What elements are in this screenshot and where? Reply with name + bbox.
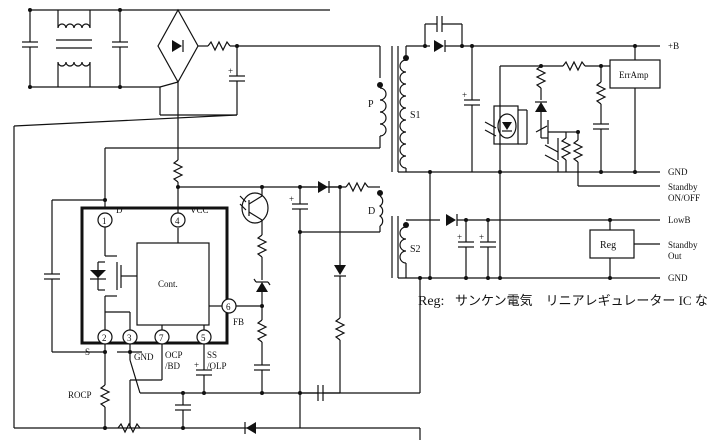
gnd1-label: GND [668, 167, 688, 177]
onoff-label: ON/OFF [668, 193, 700, 203]
secondary-s1: S1 +B + GND [391, 16, 688, 177]
d-winding-label: D [368, 206, 375, 217]
aux-winding: D + [289, 181, 421, 428]
olp-pin-label: /OLP [207, 361, 227, 371]
note-prefix: Reg: [418, 294, 444, 309]
svg-text:+: + [457, 232, 462, 242]
vcc-pin-label: VCC [190, 205, 209, 215]
rocp-label: ROCP [68, 390, 92, 400]
gnd2-label: GND [668, 273, 688, 283]
svg-text:+: + [228, 66, 233, 76]
pin-1: 1 [102, 216, 107, 226]
s1-label: S1 [410, 110, 421, 121]
vcc-path [172, 115, 340, 213]
gnd-pin-label: GND [134, 352, 154, 362]
note-text: サンケン電気 リニアレギュレーター IC など [455, 293, 708, 308]
d-pin-label: D [116, 205, 123, 215]
svg-text:+: + [194, 360, 199, 370]
secondary-regulation: Standby ON/OFF ErrAmp [484, 44, 700, 203]
cont-label: Cont. [158, 279, 178, 289]
svg-text:+: + [289, 194, 294, 204]
pin-6: 6 [226, 302, 231, 312]
p-label: P [368, 99, 374, 110]
svg-text:+: + [479, 232, 484, 242]
erramp-label: ErrAmp [619, 70, 649, 80]
input-filter [22, 8, 330, 89]
out-label: Out [668, 251, 682, 261]
pin-2: 2 [102, 333, 107, 343]
pin-3: 3 [127, 333, 132, 343]
drain-snubber [44, 198, 107, 353]
lowb-label: LowB [668, 215, 691, 225]
bd-pin-label: /BD [165, 361, 181, 371]
primary-winding: P [104, 46, 387, 200]
pin-5: 5 [201, 333, 206, 343]
ocp-pin-label: OCP [165, 350, 183, 360]
source-rocp: ROCP + [14, 344, 421, 440]
standby2-label: Standby [668, 240, 698, 250]
controller-ic: Cont. 1 4 6 2 3 7 5 D [80, 205, 244, 371]
s2-label: S2 [410, 244, 421, 255]
ss-pin-label: SS [207, 350, 217, 360]
feedback-network [236, 185, 271, 395]
svg-text:+: + [462, 90, 467, 100]
plus-b-label: +B [668, 41, 679, 51]
regulator-note: Reg: サンケン電気 リニアレギュレーター IC など [418, 293, 708, 309]
bridge-rectifier: + [13, 8, 380, 428]
reg-label: Reg [600, 240, 616, 251]
standby1-label: Standby [668, 182, 698, 192]
secondary-s2: S2 LowB + + Reg Standby Out GND [391, 170, 698, 283]
pin-4: 4 [175, 216, 180, 226]
pin-7: 7 [159, 333, 164, 343]
fb-pin-label: FB [233, 317, 244, 327]
